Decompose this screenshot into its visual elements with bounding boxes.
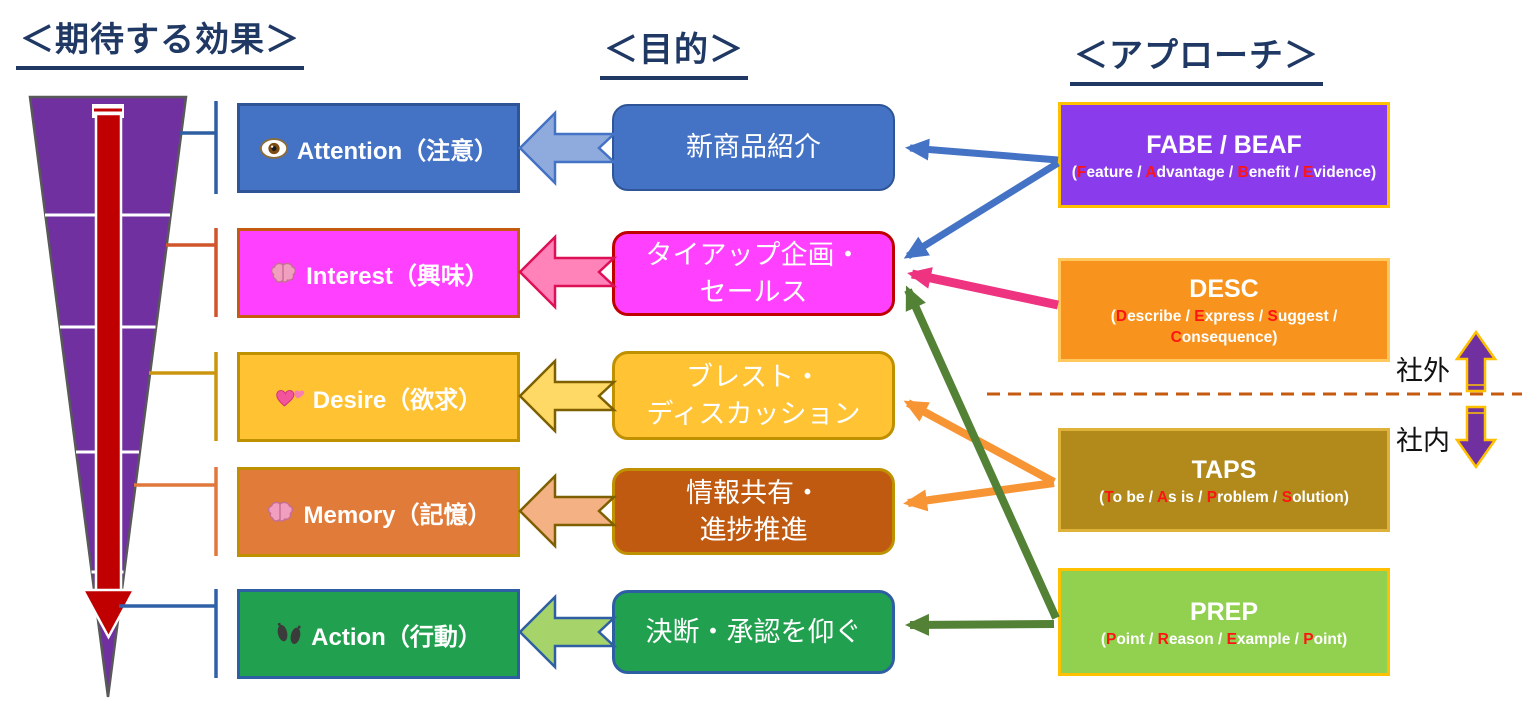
funnel-connectors bbox=[119, 101, 218, 678]
internal-down-arrow bbox=[1454, 405, 1498, 470]
funnel-shape bbox=[28, 95, 188, 698]
funnel-connector-attention bbox=[180, 101, 218, 194]
approach-box-fabe: FABE / BEAF (Feature / Advantage / Benef… bbox=[1058, 102, 1390, 208]
approach-box-taps: TAPS (To be / As is / Problem / Solution… bbox=[1058, 428, 1390, 532]
purpose-box-desire: ブレスト・ ディスカッション bbox=[612, 351, 895, 440]
effect-label: Action（行動） bbox=[311, 623, 482, 651]
effect-box-memory: Memory（記憶） bbox=[237, 467, 520, 557]
effect-box-interest: Interest（興味） bbox=[237, 228, 520, 318]
arrow-desc-to-tieup bbox=[907, 267, 1059, 310]
arrow-fabe-to-new-product bbox=[905, 138, 1059, 164]
effect-label: Desire（欲求） bbox=[312, 386, 483, 414]
purpose-line: 進捗推進 bbox=[699, 514, 808, 545]
purpose-to-effect-arrows bbox=[518, 109, 618, 671]
approach-box-prep: PREP (Point / Reason / Example / Point) bbox=[1058, 568, 1390, 676]
approach-title: FABE / BEAF bbox=[1146, 130, 1302, 159]
external-internal-arrows bbox=[1454, 329, 1498, 470]
block-arrow-desire bbox=[518, 357, 618, 435]
approach-title: PREP bbox=[1189, 597, 1259, 626]
arrow-taps-to-brainstorm bbox=[903, 399, 1056, 486]
purpose-box-memory: 情報共有・ 進捗推進 bbox=[612, 468, 895, 555]
effect-label: Interest（興味） bbox=[306, 262, 489, 290]
brain-icon bbox=[268, 261, 298, 286]
purpose-box-attention: 新商品紹介 bbox=[612, 104, 895, 191]
footprints-icon bbox=[275, 622, 303, 646]
arrow-prep-to-decision bbox=[905, 613, 1055, 636]
block-arrow-memory bbox=[518, 472, 618, 550]
funnel-down-arrow bbox=[80, 104, 137, 640]
purpose-line: ディスカッション bbox=[646, 398, 861, 429]
purpose-line: 情報共有・ bbox=[686, 477, 821, 508]
approach-title: DESC bbox=[1189, 275, 1259, 303]
funnel-connector-action bbox=[119, 589, 218, 678]
header-approach: ＜アプローチ＞ bbox=[1070, 28, 1323, 86]
purpose-box-action: 決断・承認を仰ぐ bbox=[612, 590, 895, 674]
funnel-connector-desire bbox=[149, 352, 218, 441]
effect-label: Attention（注意） bbox=[296, 137, 499, 165]
effect-box-attention: Attention（注意） bbox=[237, 103, 520, 193]
purpose-line: タイアップ企画・ bbox=[645, 239, 862, 270]
external-up-arrow bbox=[1454, 329, 1498, 393]
funnel-segment-dividers bbox=[45, 213, 170, 574]
label-external: 社外 bbox=[1396, 356, 1450, 386]
header-expected-effect: ＜期待する効果＞ bbox=[16, 12, 304, 70]
block-arrow-attention bbox=[518, 109, 618, 187]
approach-box-desc: DESC (Describe / Express / Suggest / Con… bbox=[1058, 258, 1390, 362]
funnel-connector-memory bbox=[134, 467, 218, 556]
purpose-line: ブレスト・ bbox=[686, 361, 821, 392]
purpose-line: 新商品紹介 bbox=[686, 132, 821, 162]
approach-to-purpose-arrows bbox=[903, 138, 1060, 636]
hearts-icon bbox=[275, 385, 305, 410]
effect-box-action: Action（行動） bbox=[237, 589, 520, 679]
block-arrow-interest bbox=[518, 233, 618, 311]
eye-icon bbox=[259, 137, 289, 160]
brain-icon bbox=[265, 500, 295, 525]
approach-subtitle: (To be / As is / Problem / Solution) bbox=[1099, 488, 1349, 506]
label-internal: 社内 bbox=[1396, 426, 1450, 456]
funnel-connector-interest bbox=[166, 228, 218, 317]
approach-subtitle: (Point / Reason / Example / Point) bbox=[1100, 630, 1348, 648]
arrow-fabe-to-tieup bbox=[903, 160, 1060, 259]
approach-subtitle: (Feature / Advantage / Benefit / Evidenc… bbox=[1071, 163, 1377, 181]
effect-label: Memory（記憶） bbox=[303, 501, 492, 529]
header-purpose: ＜目的＞ bbox=[600, 22, 748, 80]
purpose-line: 決断・承認を仰ぐ bbox=[645, 616, 862, 647]
effect-box-desire: Desire（欲求） bbox=[237, 352, 520, 442]
block-arrow-action bbox=[518, 593, 618, 671]
approach-subtitle: (Describe / Express / Suggest / Conseque… bbox=[1110, 308, 1338, 346]
purpose-line: セールス bbox=[699, 276, 808, 307]
purpose-box-interest: タイアップ企画・ セールス bbox=[612, 231, 895, 316]
arrow-taps-to-info-sharing bbox=[903, 479, 1055, 512]
arrow-prep-to-tieup bbox=[904, 285, 1060, 620]
approach-title: TAPS bbox=[1191, 455, 1257, 484]
